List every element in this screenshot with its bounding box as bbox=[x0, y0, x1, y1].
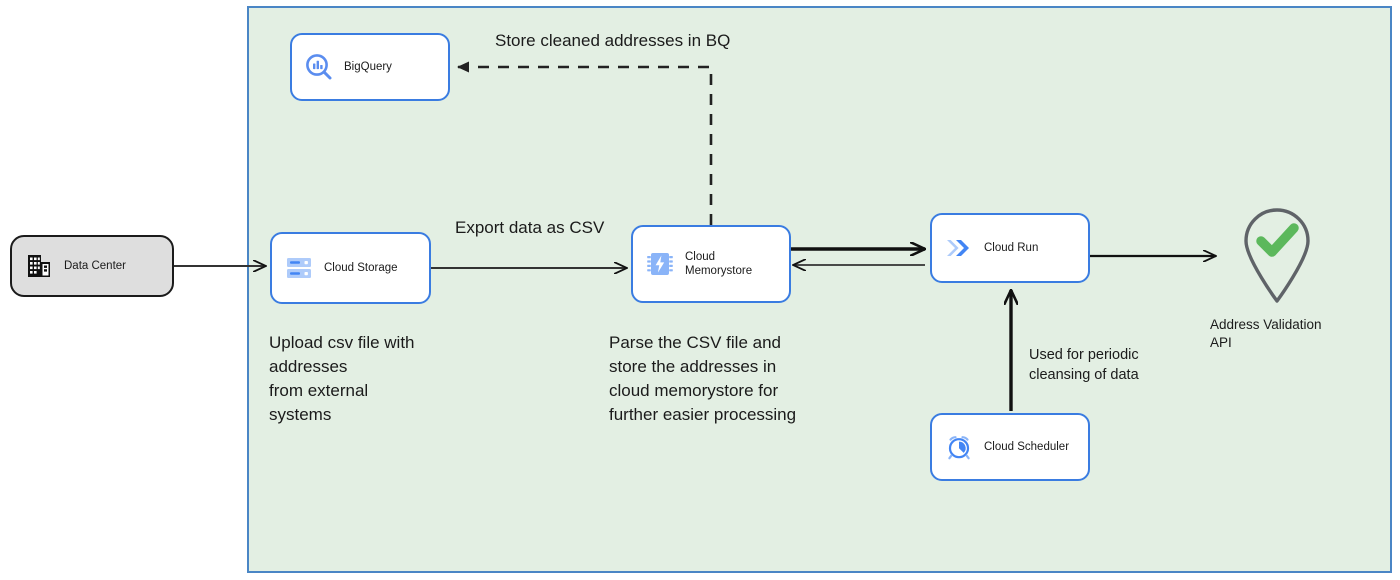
data-center-icon bbox=[24, 251, 54, 281]
edge-label-export-csv: Export data as CSV bbox=[455, 218, 605, 237]
node-bigquery[interactable]: BigQuery bbox=[290, 33, 450, 101]
node-label-data-center: Data Center bbox=[64, 260, 127, 272]
node-label-cloud-storage: Cloud Storage bbox=[324, 261, 398, 274]
node-label-cloud-memorystore: Cloud Memorystore bbox=[685, 250, 753, 277]
edge-label-periodic-cleansing: Used for periodic cleansing of data bbox=[1029, 347, 1139, 384]
node-label-bigquery: BigQuery bbox=[344, 60, 392, 73]
cloud-scheduler-icon bbox=[942, 430, 976, 464]
node-cloud-storage[interactable]: Cloud Storage bbox=[270, 232, 431, 304]
node-data-center[interactable]: Data Center bbox=[10, 235, 174, 297]
node-cloud-memorystore[interactable]: Cloud Memorystore bbox=[631, 225, 791, 303]
node-cloud-run[interactable]: Cloud Run bbox=[930, 213, 1090, 283]
cloud-memorystore-icon bbox=[643, 247, 677, 281]
edge-label-store-in-bq: Store cleaned addresses in BQ bbox=[495, 31, 731, 50]
bigquery-icon bbox=[302, 50, 336, 84]
cloud-storage-icon bbox=[282, 251, 316, 285]
node-cloud-scheduler[interactable]: Cloud Scheduler bbox=[930, 413, 1090, 481]
node-label-cloud-scheduler: Cloud Scheduler bbox=[984, 440, 1070, 453]
node-address-validation-api[interactable]: Address Validation API bbox=[1210, 205, 1332, 351]
node-label-cloud-run: Cloud Run bbox=[984, 241, 1039, 254]
cloud-run-icon bbox=[942, 231, 976, 265]
caption-upload-csv: Upload csv file with addresses from exte… bbox=[269, 333, 415, 425]
map-pin-check-icon bbox=[1237, 205, 1317, 310]
caption-parse-csv: Parse the CSV file and store the address… bbox=[609, 333, 797, 425]
label-address-validation-api: Address Validation API bbox=[1210, 317, 1322, 350]
